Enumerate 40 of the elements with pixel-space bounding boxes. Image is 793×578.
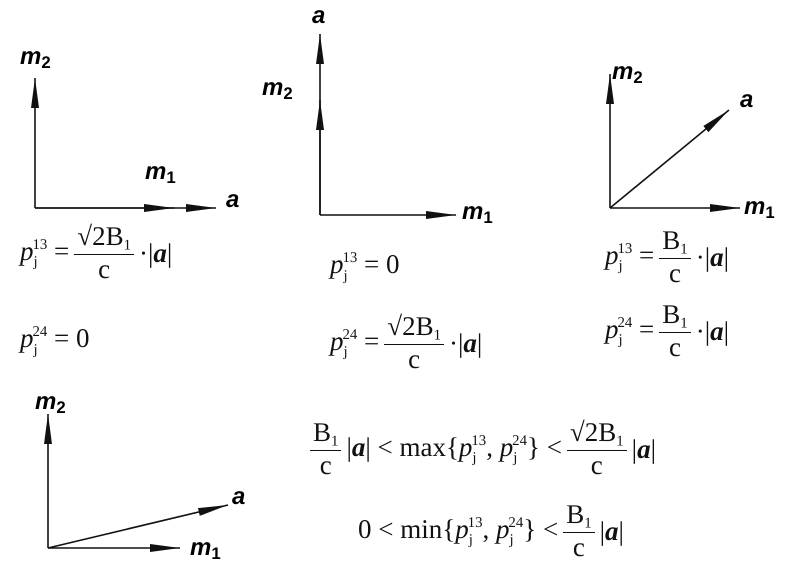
vector-label: m$_{1}$ [190, 536, 221, 563]
vector-label: m$_{2}$ [35, 390, 66, 417]
fraction-numerator: √2B$_{1}$ [568, 418, 625, 450]
formula-text: |a| [632, 433, 656, 466]
vector-label: a [740, 88, 754, 112]
fraction-denominator: c [97, 255, 112, 285]
formula-text: p$_{j}$$^{24}$ = [605, 312, 654, 350]
vector-label: m$_{2}$ [612, 60, 643, 87]
fraction-numerator: B$_{1}$ [661, 300, 689, 332]
formula-text: |a| [600, 515, 624, 548]
vector-label: a [232, 485, 246, 509]
vector-label: m$_{1}$ [462, 200, 493, 227]
fraction-numerator: √2B$_{1}$ [386, 312, 442, 344]
formula-text: ·|a| [696, 315, 730, 348]
fraction-denominator: c [572, 533, 586, 563]
vector-label: a [312, 4, 326, 28]
fraction-numerator: B$_{1}$ [312, 418, 340, 450]
formula-text: p$_{j}$$^{13}$ = [605, 238, 654, 276]
formula-text: p$_{j}$$^{13}$ = [20, 234, 70, 272]
fraction-numerator: B$_{1}$ [565, 500, 593, 532]
vector-label: m$_{2}$ [20, 45, 51, 72]
formula-text: 0 < min{p$_{j}$$^{13}$, p$_{j}$$^{24}$} < [358, 512, 558, 550]
vector-label: a [226, 188, 240, 212]
vector-label: m$_{1}$ [744, 195, 775, 222]
fraction-denominator: c [668, 259, 682, 289]
fraction-denominator: c [318, 451, 333, 481]
formula-text: ·|a| [696, 241, 730, 274]
vector-label: m$_{1}$ [145, 160, 176, 187]
fraction-numerator: √2B$_{1}$ [76, 222, 132, 254]
fraction-numerator: B$_{1}$ [661, 226, 689, 258]
formula-text: p$_{j}$$^{24}$ = [330, 324, 380, 362]
formula-text: p$_{j}$$^{24}$ = 0 [20, 322, 90, 360]
fraction-denominator: c [407, 345, 422, 375]
formula-text: ·|a| [139, 237, 172, 270]
vector-label: m$_{2}$ [262, 76, 293, 103]
formula-text: ·|a| [449, 327, 482, 360]
formula-text: p$_{j}$$^{13}$ = 0 [330, 248, 400, 286]
formula-text: |a| < max{p$_{j}$$^{13}$, p$_{j}$$^{24}$} < [346, 430, 562, 468]
fraction-denominator: c [590, 451, 604, 481]
fraction-denominator: c [668, 333, 682, 363]
